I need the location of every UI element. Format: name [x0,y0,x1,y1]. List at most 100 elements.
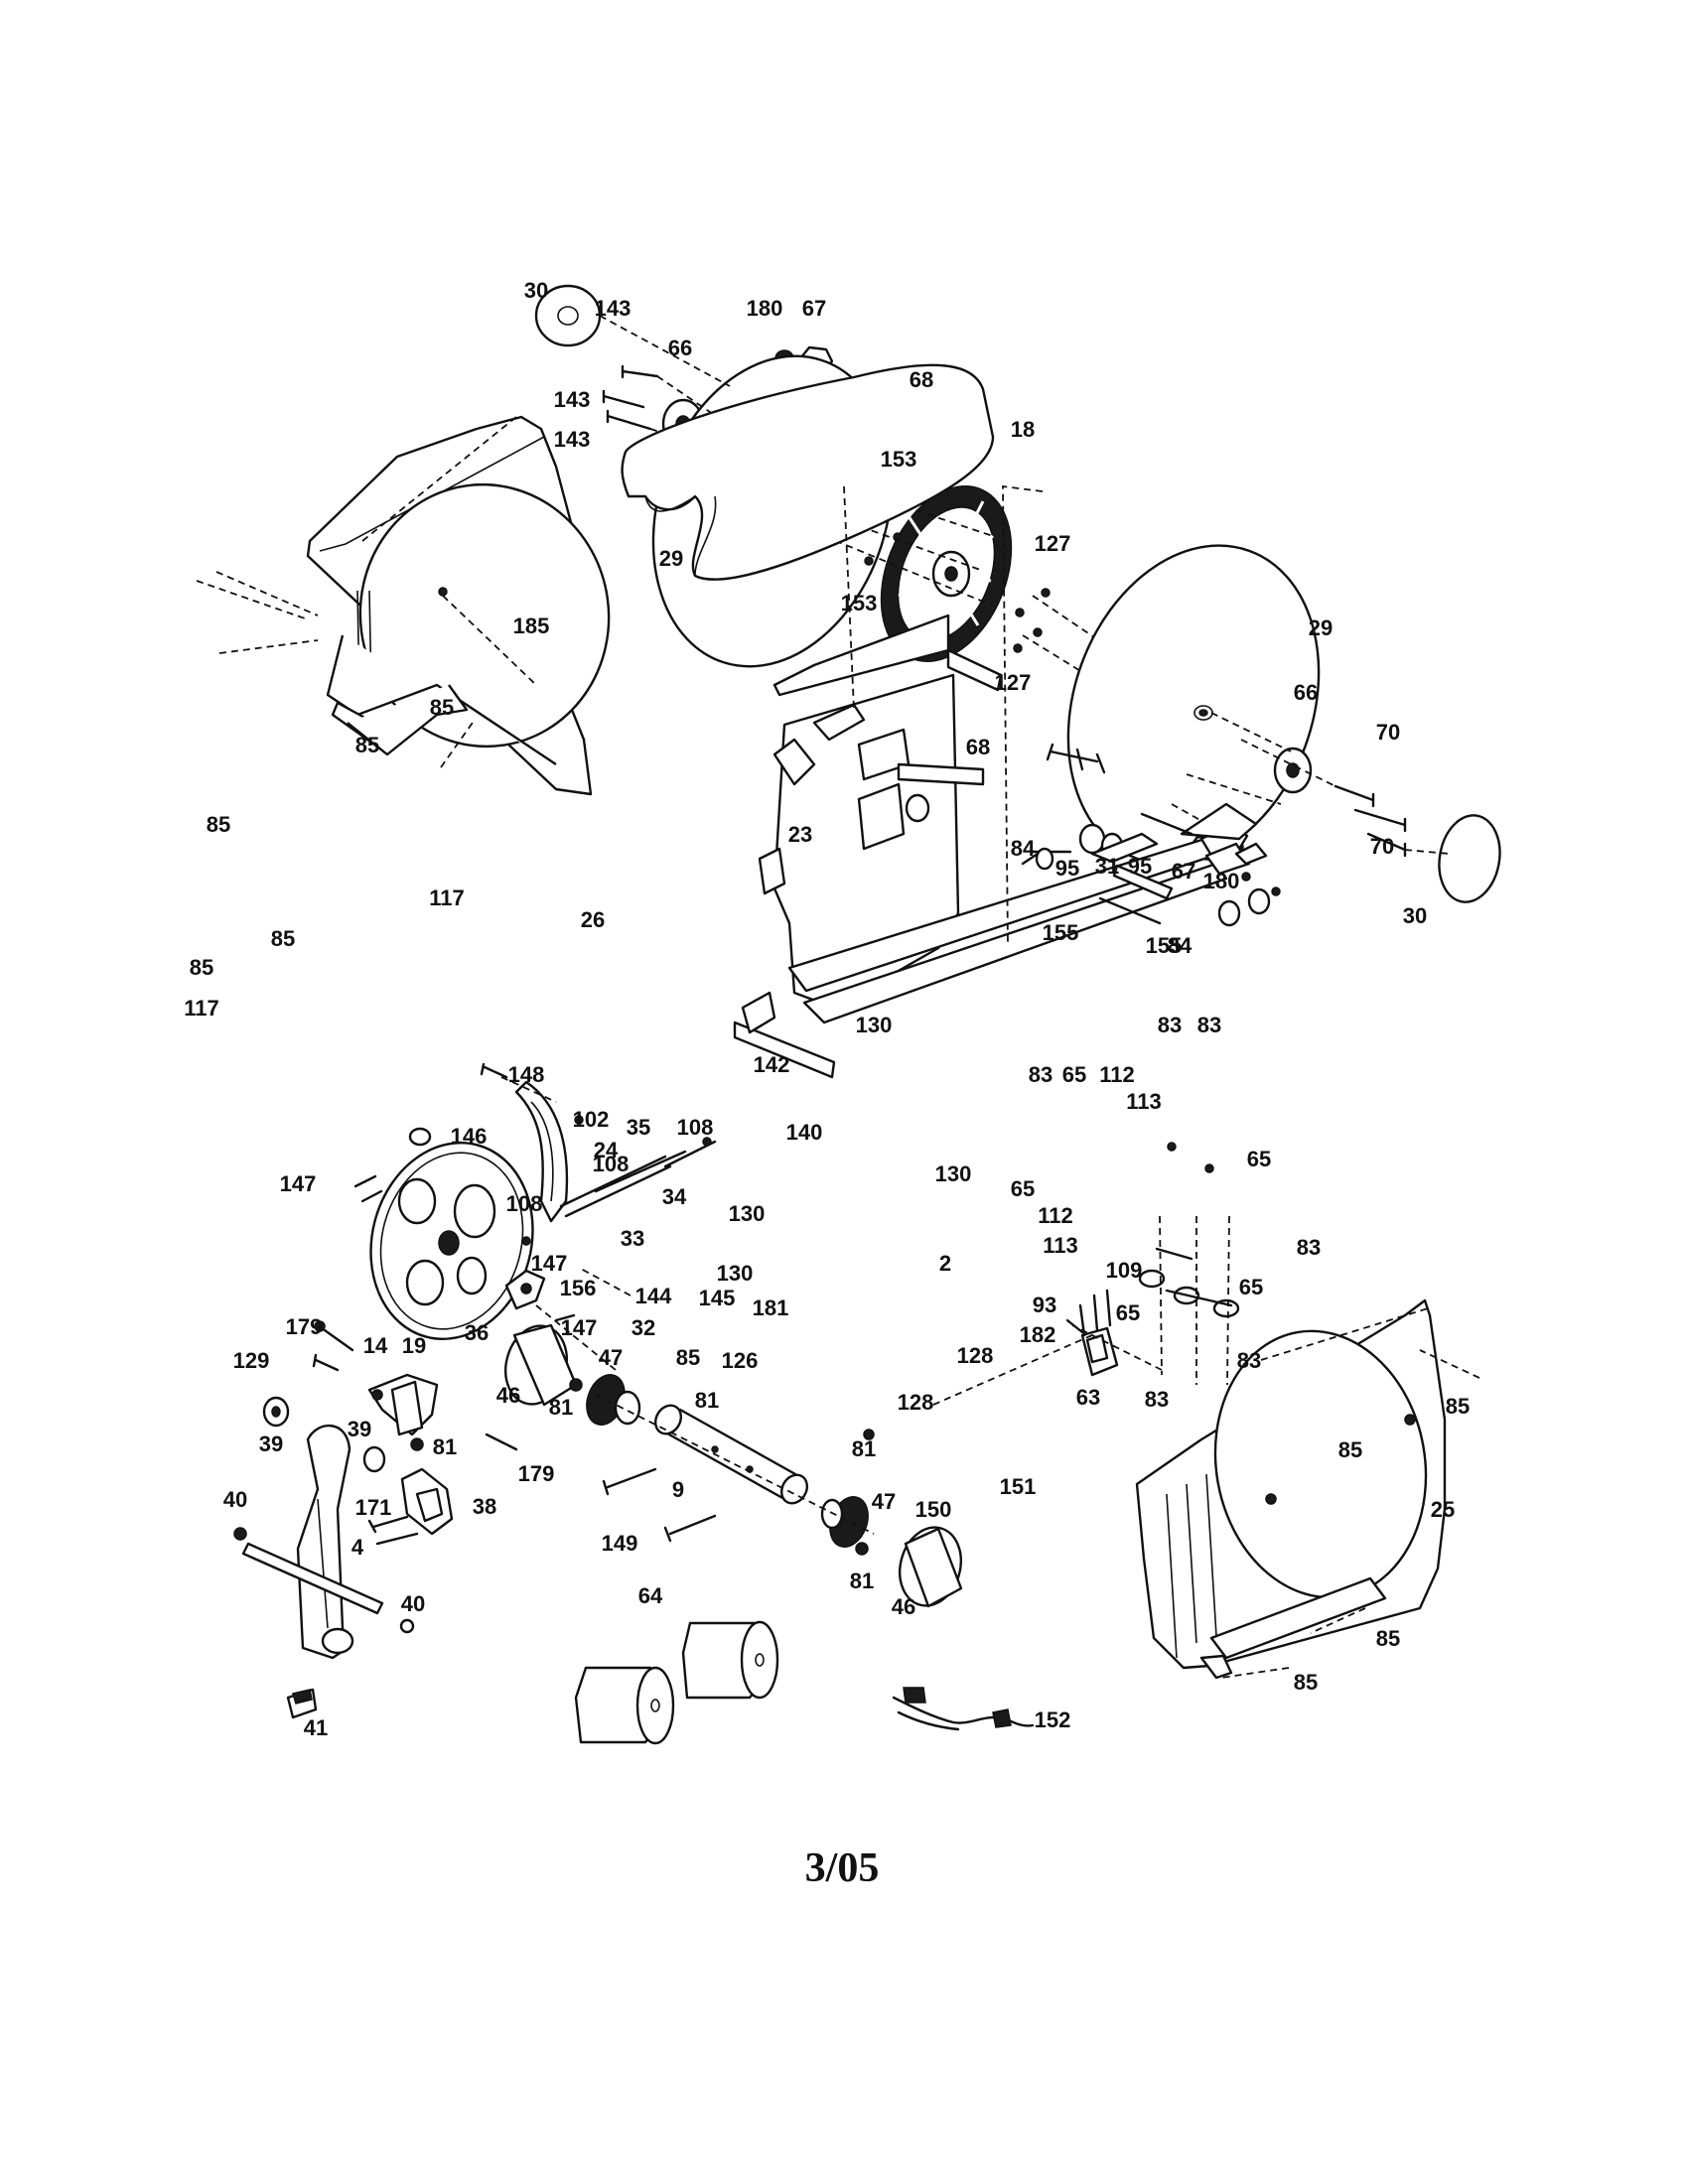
part-callout-81: 81 [852,1436,876,1461]
part-callout-179: 179 [518,1461,555,1486]
part-callout-112: 112 [1099,1062,1135,1087]
part-callout-143: 143 [595,296,632,321]
part-callout-83: 83 [1158,1013,1182,1037]
part-callout-31: 31 [1095,854,1119,879]
part-callout-85: 85 [1376,1626,1400,1651]
part-callout-25: 25 [1431,1497,1455,1522]
part-callout-24: 24 [594,1138,619,1162]
part-callout-65: 65 [1062,1062,1086,1087]
part-callout-155: 155 [1146,933,1183,958]
part-callout-65: 65 [1011,1176,1035,1201]
part-callout-146: 146 [451,1124,488,1149]
part-callout-149: 149 [602,1531,638,1556]
roller-assembly [504,1323,963,1608]
part-callout-30: 30 [524,278,548,303]
part-callout-85: 85 [1294,1670,1318,1695]
part-callout-39: 39 [259,1432,283,1456]
part-callout-64: 64 [638,1583,663,1608]
part-callout-113: 113 [1126,1089,1162,1114]
part-callout-30: 30 [1403,903,1427,928]
part-callout-147: 147 [561,1315,598,1340]
part-callout-81: 81 [695,1388,719,1413]
part-callout-70: 70 [1376,720,1400,745]
part-callout-108: 108 [593,1152,630,1176]
part-callout-81: 81 [850,1569,874,1593]
part-callout-68: 68 [966,735,990,759]
part-callout-40: 40 [223,1487,247,1512]
part-callout-171: 171 [355,1495,392,1520]
part-callout-81: 81 [549,1395,573,1420]
part-callout-127: 127 [995,670,1032,695]
part-callout-23: 23 [788,822,812,847]
part-callout-142: 142 [754,1052,790,1077]
part-callout-81: 81 [433,1434,457,1459]
part-callout-112: 112 [1038,1203,1073,1228]
crank-arm-assembly [233,1320,518,1719]
part-callout-179: 179 [286,1314,323,1339]
part-callout-108: 108 [677,1115,714,1140]
part-callout-129: 129 [233,1348,270,1373]
part-callout-4: 4 [351,1535,364,1560]
part-callout-2: 2 [939,1251,951,1276]
transport-rollers [574,1620,779,1745]
part-callout-152: 152 [1035,1707,1071,1732]
part-callout-14: 14 [363,1333,388,1358]
part-callout-46: 46 [892,1594,915,1619]
part-callout-83: 83 [1197,1013,1221,1037]
part-callout-67: 67 [1172,859,1195,884]
part-callout-32: 32 [632,1315,655,1340]
part-callout-84: 84 [1168,933,1193,958]
part-callout-95: 95 [1128,854,1152,879]
part-callout-147: 147 [531,1251,568,1276]
part-callout-113: 113 [1043,1233,1078,1258]
flywheel-assembly [534,284,1501,903]
part-callout-180: 180 [747,296,783,321]
part-callout-26: 26 [581,907,605,932]
part-callout-9: 9 [672,1477,684,1502]
part-callout-130: 130 [729,1201,766,1226]
part-callout-84: 84 [1011,836,1036,861]
part-callout-144: 144 [635,1284,672,1308]
part-callout-33: 33 [621,1226,644,1251]
part-callout-143: 143 [554,387,591,412]
part-callout-83: 83 [1297,1235,1321,1260]
part-callout-151: 151 [1000,1474,1037,1499]
part-callout-85: 85 [190,955,213,980]
right-shroud [1135,1298,1480,1680]
part-callout-127: 127 [1035,531,1071,556]
part-callout-148: 148 [508,1062,545,1087]
part-callout-47: 47 [599,1345,623,1370]
part-callout-36: 36 [465,1320,489,1345]
revision-date: 3/05 [805,1845,880,1891]
part-callout-65: 65 [1239,1275,1263,1299]
part-callout-85: 85 [1446,1394,1470,1419]
part-callout-41: 41 [304,1715,328,1740]
wire-harness [892,1687,1035,1731]
part-callout-130: 130 [935,1161,972,1186]
part-callout-67: 67 [802,296,826,321]
part-callout-140: 140 [786,1120,823,1145]
part-callout-145: 145 [699,1286,736,1310]
part-callout-147: 147 [280,1171,317,1196]
main-frame [733,484,1258,1079]
pulley-assembly [353,1062,717,1371]
part-callout-46: 46 [496,1383,520,1408]
part-callout-150: 150 [915,1497,952,1522]
part-callout-65: 65 [1247,1147,1271,1171]
part-callout-38: 38 [473,1494,496,1519]
part-callout-29: 29 [1309,615,1333,640]
part-callout-126: 126 [722,1348,759,1373]
part-callout-34: 34 [662,1184,687,1209]
part-callout-29: 29 [659,546,683,571]
part-callout-85: 85 [271,926,295,951]
seat [621,363,995,581]
part-callout-68: 68 [910,367,933,392]
part-callout-181: 181 [753,1296,789,1320]
part-callout-155: 155 [1043,920,1079,945]
part-callout-85: 85 [430,695,454,720]
part-callout-66: 66 [1294,680,1318,705]
part-callout-83: 83 [1145,1387,1169,1412]
part-callout-70: 70 [1370,834,1394,859]
part-callout-108: 108 [506,1191,543,1216]
